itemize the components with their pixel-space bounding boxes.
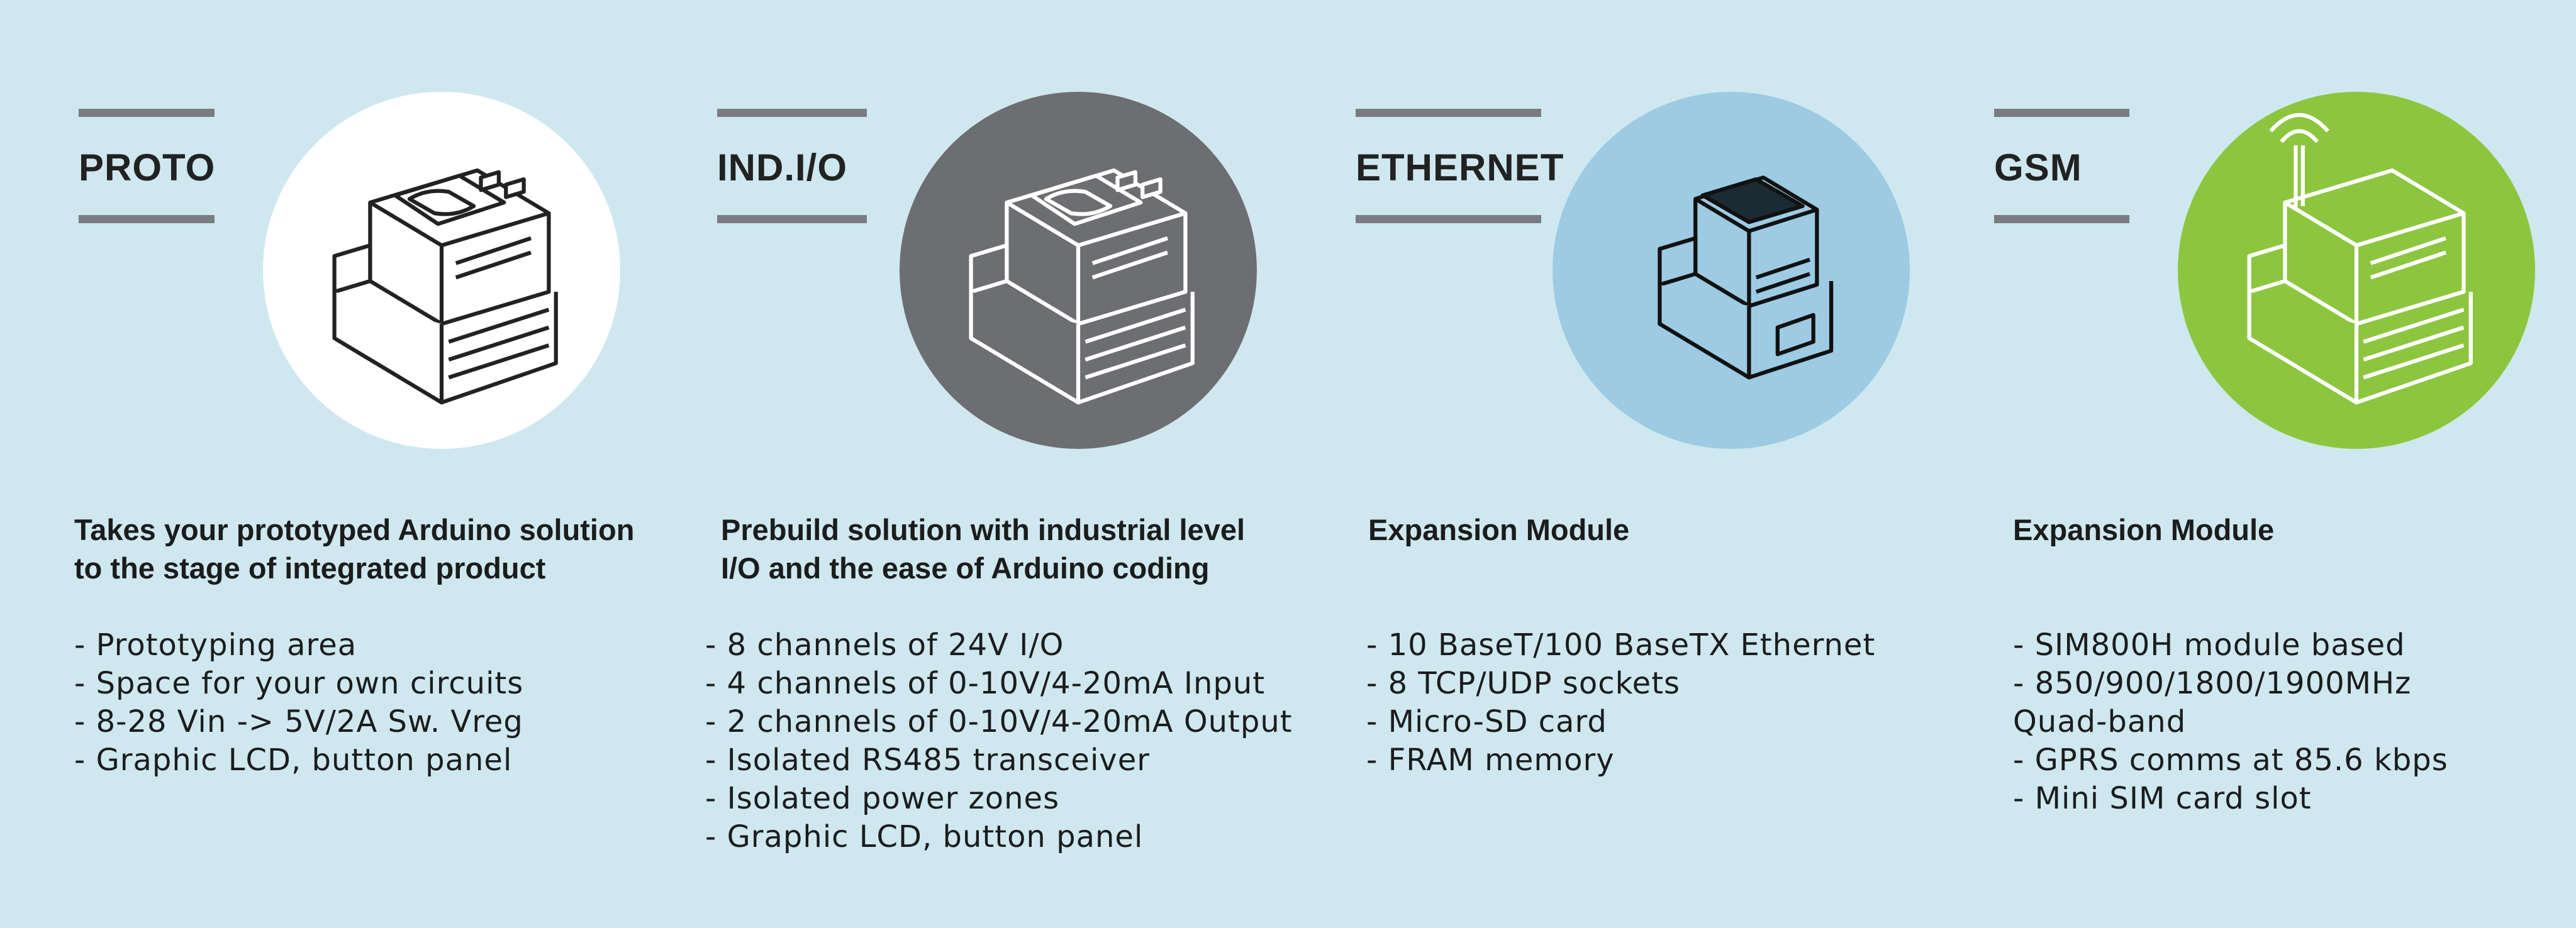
feature-item: - GPRS comms at 85.6 kbps bbox=[2013, 743, 2448, 778]
feature-list: - 10 BaseT/100 BaseTX Ethernet - 8 TCP/U… bbox=[1366, 626, 1875, 780]
product-column-ind-io: IND.I/O Prebuild solution with industria… bbox=[629, 0, 1293, 928]
label-top-rule bbox=[1356, 109, 1541, 117]
din-rail-module-icon bbox=[969, 168, 1195, 405]
label-bottom-rule bbox=[1994, 215, 2129, 223]
feature-item: - 10 BaseT/100 BaseTX Ethernet bbox=[1366, 627, 1876, 663]
feature-item: - 8 channels of 24V I/O bbox=[705, 627, 1064, 663]
feature-item: - 850/900/1800/1900MHz bbox=[2013, 666, 2412, 701]
headline-line: I/O and the ease of Arduino coding bbox=[721, 551, 1210, 585]
feature-item: - Isolated RS485 transceiver bbox=[705, 743, 1150, 778]
product-column-proto: PROTO Takes your prototyped Arduino solu… bbox=[0, 0, 634, 928]
label-bottom-rule bbox=[79, 215, 215, 223]
feature-item: Quad-band bbox=[2013, 704, 2187, 739]
headline-line: Prebuild solution with industrial level bbox=[721, 513, 1246, 546]
feature-item: - Micro-SD card bbox=[1366, 704, 1607, 739]
product-label: IND.I/O bbox=[717, 146, 848, 189]
product-circle bbox=[900, 92, 1257, 449]
headline-line: Expansion Module bbox=[1368, 513, 1630, 546]
product-column-ethernet: ETHERNET Expansion Module - 10 BaseT/100… bbox=[1290, 0, 1919, 928]
product-circle bbox=[1553, 92, 1910, 449]
label-top-rule bbox=[717, 109, 867, 117]
product-headline: Expansion Module bbox=[2013, 511, 2274, 549]
label-bottom-rule bbox=[1356, 215, 1541, 223]
feature-list: - SIM800H module based - 850/900/1800/19… bbox=[2013, 626, 2448, 818]
feature-item: - Space for your own circuits bbox=[74, 666, 524, 701]
feature-item: - 4 channels of 0-10V/4-20mA Input bbox=[705, 666, 1266, 701]
feature-item: - 8-28 Vin -> 5V/2A Sw. Vreg bbox=[74, 704, 523, 739]
gsm-module-icon bbox=[2247, 113, 2473, 405]
product-circle bbox=[2178, 92, 2535, 449]
headline-line: Takes your prototyped Arduino solution bbox=[74, 513, 635, 546]
product-headline: Prebuild solution with industrial level … bbox=[721, 511, 1245, 587]
product-circle bbox=[263, 92, 620, 449]
feature-item: - FRAM memory bbox=[1366, 743, 1615, 778]
product-headline: Takes your prototyped Arduino solution t… bbox=[74, 511, 634, 587]
label-bottom-rule bbox=[717, 215, 867, 223]
feature-item: - Mini SIM card slot bbox=[2013, 781, 2312, 816]
feature-item: - 2 channels of 0-10V/4-20mA Output bbox=[705, 704, 1293, 739]
headline-line: Expansion Module bbox=[2013, 513, 2275, 546]
feature-item: - SIM800H module based bbox=[2013, 627, 2406, 663]
ethernet-module-icon bbox=[1658, 175, 1834, 380]
headline-line: to the stage of integrated product bbox=[74, 551, 546, 585]
product-headline: Expansion Module bbox=[1368, 511, 1629, 549]
din-rail-module-icon bbox=[332, 168, 558, 405]
label-top-rule bbox=[1994, 109, 2129, 117]
feature-list: - Prototyping area - Space for your own … bbox=[74, 626, 523, 780]
label-top-rule bbox=[79, 109, 215, 117]
feature-item: - Graphic LCD, button panel bbox=[74, 743, 513, 778]
product-label: ETHERNET bbox=[1356, 146, 1564, 189]
product-column-gsm: GSM Expansion Module - SIM800H module ba… bbox=[1919, 0, 2576, 928]
feature-item: - Graphic LCD, button panel bbox=[705, 819, 1144, 854]
feature-item: - Prototyping area bbox=[74, 627, 357, 663]
product-label: GSM bbox=[1994, 146, 2082, 189]
product-label: PROTO bbox=[79, 146, 216, 189]
feature-list: - 8 channels of 24V I/O - 4 channels of … bbox=[705, 626, 1293, 856]
feature-item: - Isolated power zones bbox=[705, 781, 1060, 816]
feature-item: - 8 TCP/UDP sockets bbox=[1366, 666, 1681, 701]
